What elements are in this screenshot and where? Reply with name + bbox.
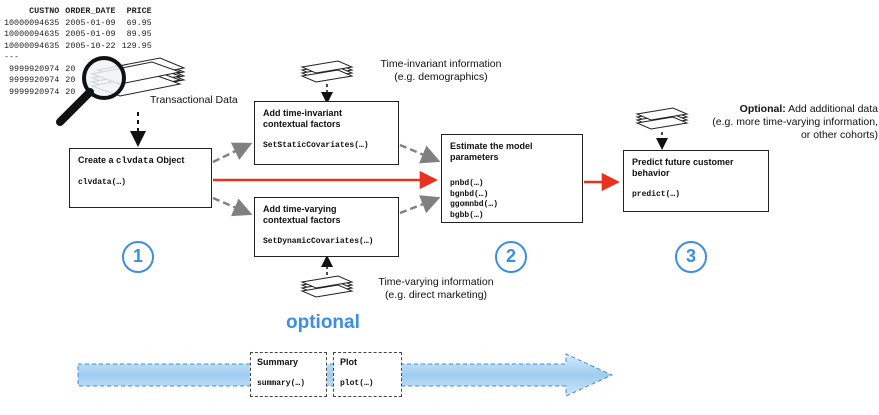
- table-cell: 20: [65, 75, 76, 85]
- estimate-box-title-1: Estimate the model: [450, 141, 533, 151]
- summary-box-title: Summary: [257, 357, 299, 367]
- estimate-function: ggomnbd(…): [450, 200, 499, 209]
- estimate-function: bgnbd(…): [450, 189, 489, 199]
- table-cell: 9999920974: [9, 75, 60, 85]
- predict-behavior-box: Predict future customer behavior predict…: [623, 150, 769, 212]
- table-separator: ---: [4, 52, 20, 62]
- static-box-title-1: Add time-invariant: [263, 108, 343, 118]
- time-varying-info-title: Time-varying information: [378, 276, 494, 288]
- static-covariates-box: Add time-invariant contextual factors Se…: [254, 101, 399, 165]
- time-invariant-info-example: (e.g. demographics): [394, 71, 488, 83]
- time-invariant-info-title: Time-invariant information: [380, 58, 502, 70]
- table-cell: 89.95: [126, 29, 152, 39]
- table-cell: 129.95: [121, 40, 152, 51]
- create-title-code: clvdata: [116, 156, 154, 166]
- step-2-badge: 2: [495, 241, 527, 273]
- dynamic-box-title-2: contextual factors: [263, 215, 341, 225]
- time-varying-info-example: (e.g. direct marketing): [384, 289, 488, 301]
- optional-line-3: or other cohorts): [800, 129, 878, 141]
- table-separator-row: ---: [4, 52, 158, 64]
- stack-of-papers-icon: [635, 107, 689, 130]
- table-row: 10000094635 2005-10-22 129.95: [4, 41, 158, 53]
- create-to-static-arrow: [212, 142, 253, 164]
- table-cell: 20: [65, 86, 76, 97]
- column-header: CUSTNO: [29, 6, 60, 16]
- summary-box-function: summary(…): [257, 379, 306, 388]
- table-cell: 9999920974: [9, 63, 60, 74]
- create-to-dynamic-arrow: [212, 196, 253, 217]
- optional-data-label: Optional: Add additional data (e.g. more…: [688, 103, 878, 142]
- predict-box-title-1: Predict future customer: [632, 157, 734, 167]
- dynamic-box-function: SetDynamicCovariates(…): [263, 237, 374, 246]
- table-row: 10000094635 2005-01-09 89.95: [4, 29, 158, 41]
- static-box-title-2: contextual factors: [263, 119, 341, 129]
- table-row: 9999920974 20: [4, 87, 158, 99]
- plot-box: Plot plot(…): [333, 352, 402, 397]
- static-to-estimate-arrow: [399, 143, 441, 164]
- summary-box: Summary summary(…): [250, 352, 327, 397]
- dynamic-box-title-1: Add time-varying: [263, 204, 337, 214]
- predict-box-function: predict(…): [632, 190, 681, 199]
- create-title-pre: Create a: [78, 155, 114, 165]
- table-cell: 69.95: [126, 17, 152, 28]
- estimate-function: pnbd(…): [450, 179, 484, 188]
- table-header-row: CUSTNO ORDER_DATE PRICE: [4, 6, 158, 18]
- create-box-title: Create a clvdata Object: [78, 155, 203, 167]
- estimate-parameters-box: Estimate the model parameters pnbd(…) bg…: [441, 134, 583, 223]
- stack-of-papers-icon: [300, 60, 354, 83]
- table-cell: 9999920974: [9, 86, 60, 97]
- table-cell: 2005-10-22: [65, 40, 116, 51]
- table-row: 9999920974 20: [4, 75, 158, 87]
- column-header: PRICE: [126, 6, 152, 16]
- create-box-function: clvdata(…): [78, 178, 127, 187]
- transactional-data-table: CUSTNO ORDER_DATE PRICE 10000094635 2005…: [4, 6, 158, 98]
- table-row: 9999920974 20: [4, 64, 158, 76]
- create-clvdata-box: Create a clvdata Object clvdata(…): [69, 148, 212, 208]
- time-invariant-info-label: Time-invariant information (e.g. demogra…: [356, 58, 526, 84]
- optional-add-text: Add additional data: [788, 103, 878, 115]
- table-cell: 2005-01-09: [65, 17, 116, 28]
- magnifying-glass-icon: [56, 56, 126, 126]
- time-varying-info-label: Time-varying information (e.g. direct ma…: [356, 276, 516, 302]
- optional-line-2: (e.g. more time-varying information,: [712, 116, 878, 128]
- table-cell: 10000094635: [4, 17, 60, 28]
- table-cell: 2005-01-09: [65, 29, 116, 39]
- table-cell: 20: [65, 63, 76, 74]
- transactional-data-label: Transactional Data: [150, 94, 238, 106]
- estimate-function: bgbb(…): [450, 210, 484, 220]
- estimate-box-title-2: parameters: [450, 152, 499, 162]
- plot-box-function: plot(…): [340, 379, 374, 388]
- predict-box-title-2: behavior: [632, 168, 670, 178]
- plot-box-title: Plot: [340, 357, 357, 367]
- step-1-badge: 1: [122, 241, 154, 273]
- table-row: 10000094635 2005-01-09 69.95: [4, 18, 158, 30]
- static-box-function: SetStaticCovariates(…): [263, 141, 369, 150]
- step-3-badge: 3: [675, 241, 707, 273]
- dynamic-to-estimate-arrow: [399, 195, 441, 215]
- optional-prefix: Optional:: [739, 103, 786, 115]
- table-cell: 10000094635: [4, 29, 60, 39]
- optional-heading: optional: [286, 312, 360, 333]
- table-cell: 10000094635: [4, 40, 60, 51]
- create-title-post: Object: [156, 155, 185, 165]
- dynamic-covariates-box: Add time-varying contextual factors SetD…: [254, 197, 399, 257]
- stack-of-papers-icon: [300, 275, 354, 298]
- column-header: ORDER_DATE: [65, 6, 116, 16]
